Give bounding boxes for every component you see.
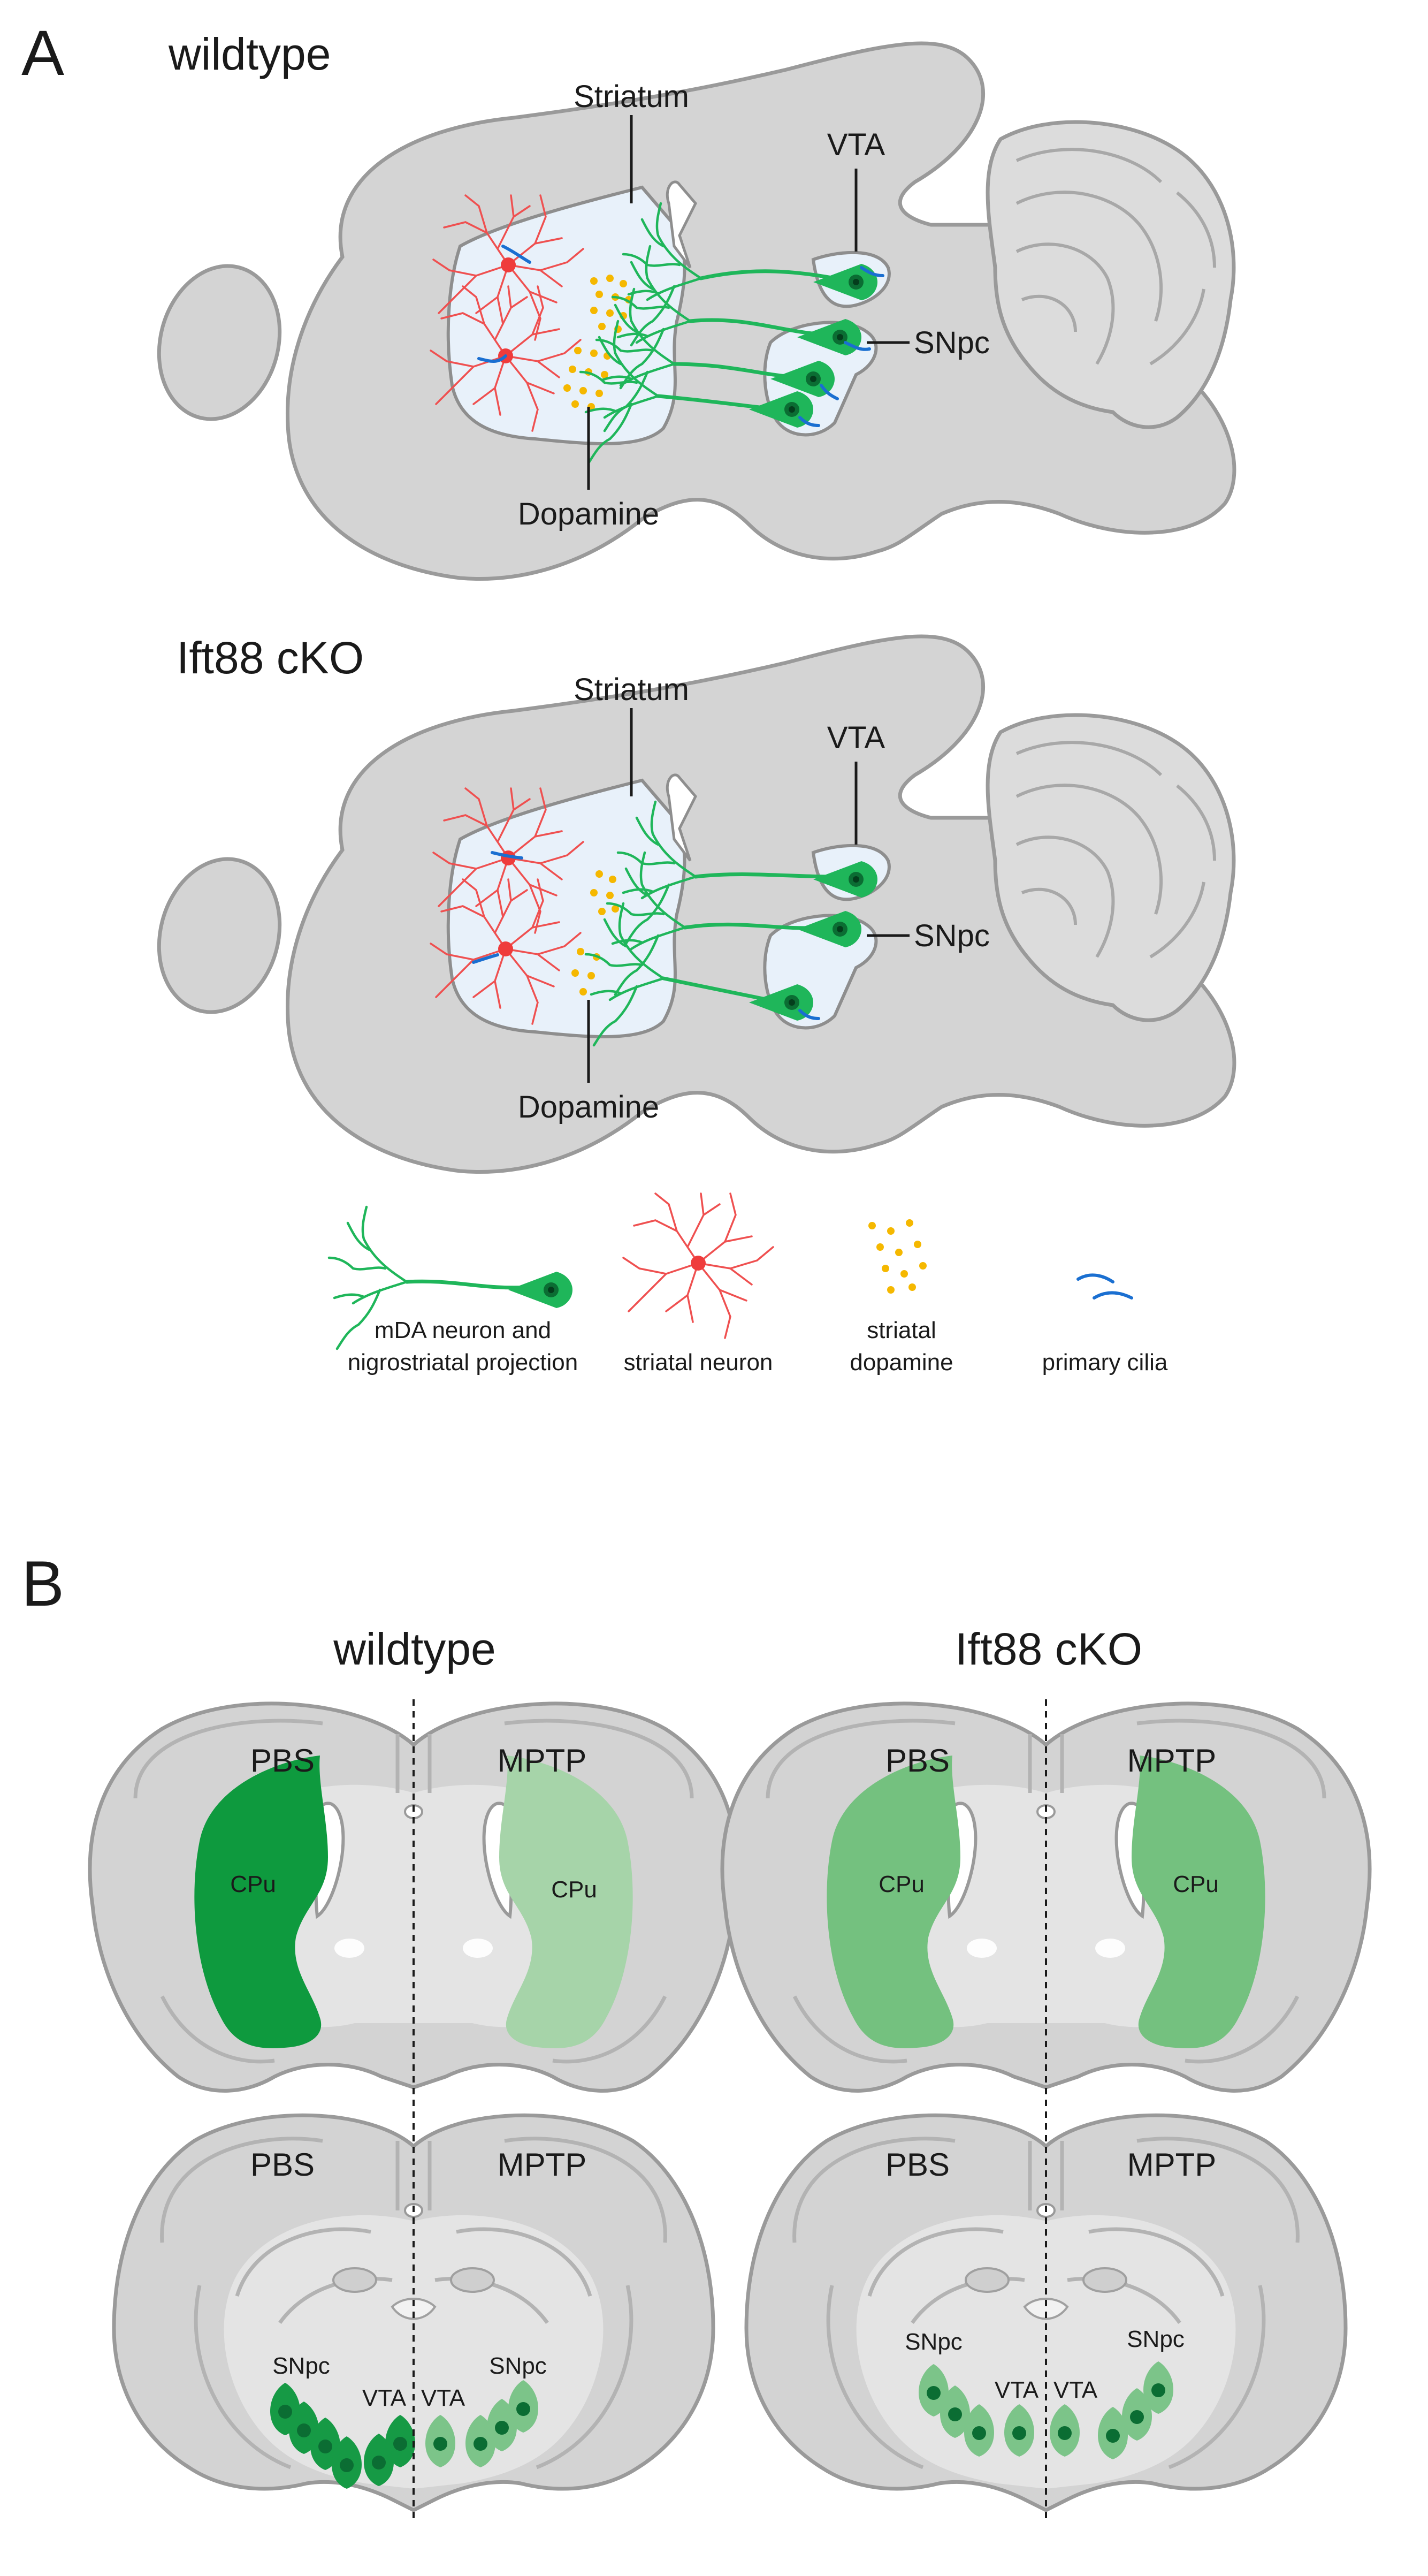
label-mptp-bottom-cko: MPTP (1127, 2147, 1217, 2183)
label-mptp-bottom-wildtype: MPTP (498, 2147, 587, 2183)
label-pbs-top-wildtype: PBS (250, 1743, 315, 1779)
legend-dopamine-icon (868, 1219, 927, 1294)
label-vta-mptp-wildtype: VTA (421, 2385, 465, 2411)
label-pbs-bottom-cko: PBS (885, 2147, 950, 2183)
label-snpc-cko: SNpc (914, 918, 990, 953)
label-pbs-bottom-wildtype: PBS (250, 2147, 315, 2183)
panel-a-wildtype-title: wildtype (168, 29, 331, 79)
legend-mda-line2: nigrostriatal projection (348, 1349, 578, 1376)
label-snpc-pbs-wildtype: SNpc (272, 2353, 330, 2379)
label-vta-wildtype: VTA (827, 127, 885, 162)
legend-mda-line1: mDA neuron and (375, 1317, 551, 1343)
label-dopamine-wildtype: Dopamine (518, 497, 659, 531)
legend-striatal-neuron-icon (622, 1192, 774, 1339)
label-striatum-wildtype: Striatum (574, 79, 689, 114)
label-snpc-wildtype: SNpc (914, 325, 990, 360)
legend-dopamine-line2: dopamine (850, 1349, 953, 1376)
label-vta-cko: VTA (827, 720, 885, 755)
panel-b-wildtype-title: wildtype (333, 1624, 495, 1674)
legend: mDA neuron and nigrostriatal projection … (329, 1192, 1168, 1376)
mda-neurons-wildtype (581, 203, 884, 463)
label-mptp-top-cko: MPTP (1127, 1743, 1217, 1779)
label-striatum-cko: Striatum (574, 672, 689, 707)
legend-striatal-neuron: striatal neuron (624, 1349, 773, 1376)
label-vta-mptp-cko: VTA (1053, 2377, 1098, 2403)
panel-a-label: A (21, 17, 64, 89)
coronal-midbrain-cko: PBS MPTP SNpc VTA VTA SNpc (746, 2115, 1346, 2510)
label-snpc-pbs-cko: SNpc (905, 2329, 963, 2355)
sagittal-brain-cko (142, 636, 1234, 1172)
cpu-mptp-wildtype (499, 1756, 633, 2048)
label-dopamine-cko: Dopamine (518, 1090, 659, 1124)
panel-a-cko-title: Ift88 cKO (177, 633, 364, 683)
sagittal-brain-wildtype (142, 43, 1234, 579)
cpu-pbs-wildtype (194, 1756, 328, 2048)
label-mptp-top-wildtype: MPTP (498, 1743, 587, 1779)
label-vta-pbs-wildtype: VTA (362, 2385, 407, 2411)
label-snpc-mptp-cko: SNpc (1127, 2326, 1185, 2352)
panel-a-wildtype: wildtype (142, 29, 1234, 579)
panel-b-cko-title: Ift88 cKO (955, 1624, 1142, 1674)
cpu-label-pbs-wildtype: CPu (230, 1871, 276, 1897)
legend-dopamine-line1: striatal (867, 1317, 936, 1343)
coronal-striatum-cko: CPu CPu PBS MPTP (722, 1704, 1370, 2091)
striatum-cko (446, 778, 686, 1038)
cpu-label-mptp-wildtype: CPu (551, 1876, 597, 1903)
label-vta-pbs-cko: VTA (995, 2377, 1039, 2403)
dopamine-dots-cko (571, 870, 619, 996)
label-snpc-mptp-wildtype: SNpc (489, 2353, 547, 2379)
label-pbs-top-cko: PBS (885, 1743, 950, 1779)
coronal-midbrain-wildtype: PBS MPTP SNpc VTA VTA SNpc (114, 2115, 713, 2510)
panel-b-cko: Ift88 cKO CPu CPu PBS MPTP PBS MPTP SNpc… (722, 1624, 1370, 2521)
panel-b-wildtype: wildtype CPu CPu PBS MPTP PBS MPTP SNpc … (90, 1624, 737, 2521)
mda-neurons-cko (586, 802, 877, 1045)
cpu-mptp-cko (1132, 1756, 1265, 2048)
legend-cilia: primary cilia (1042, 1349, 1168, 1376)
legend-mda-neuron-icon (329, 1207, 572, 1349)
coronal-striatum-wildtype: CPu CPu PBS MPTP (90, 1704, 737, 2091)
panel-a-cko: Ift88 cKO Stria (142, 633, 1234, 1172)
cpu-label-mptp-cko: CPu (1173, 1871, 1219, 1897)
legend-cilia-icon (1076, 1273, 1133, 1300)
cpu-label-pbs-cko: CPu (879, 1871, 925, 1897)
panel-b-label: B (21, 1548, 64, 1620)
cpu-pbs-cko (827, 1756, 960, 2048)
